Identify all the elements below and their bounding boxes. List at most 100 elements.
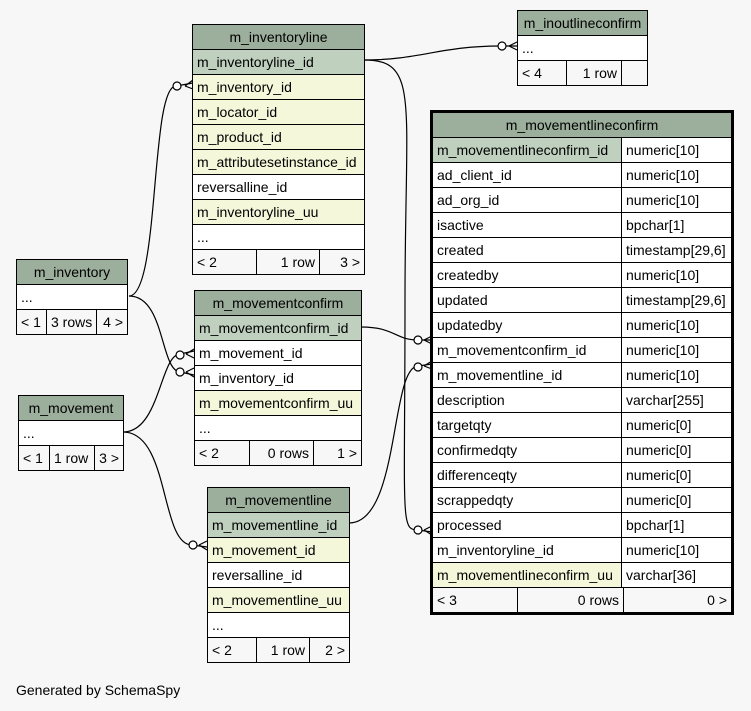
table-footer: < 2 0 rows 1 > xyxy=(195,441,361,465)
column-row: m_movementline_uu xyxy=(208,588,349,613)
column-row: m_inventoryline_id xyxy=(193,50,364,75)
table-title[interactable]: m_inventoryline xyxy=(193,25,364,50)
table-m-inoutlineconfirm[interactable]: m_inoutlineconfirm ... < 4 1 row xyxy=(517,10,648,86)
column-name: ... xyxy=(21,289,33,305)
table-title[interactable]: m_movementlineconfirm xyxy=(433,113,731,138)
column-type: timestamp[29,6] xyxy=(621,238,731,262)
column-name: updated xyxy=(437,292,488,308)
column-name: description xyxy=(437,392,505,408)
table-title[interactable]: m_inoutlineconfirm xyxy=(518,11,647,36)
parents-count[interactable]: < 3 xyxy=(437,592,457,608)
column-name: scrappedqty xyxy=(437,492,514,508)
table-title[interactable]: m_inventory xyxy=(17,260,127,285)
column-name: targetqty xyxy=(437,417,492,433)
column-row: ... xyxy=(518,36,647,61)
parents-count[interactable]: < 1 xyxy=(21,314,41,330)
table-m-movementline[interactable]: m_movementline m_movementline_id m_movem… xyxy=(207,487,350,663)
link-end-icon xyxy=(188,540,198,550)
column-type: varchar[36] xyxy=(621,563,731,587)
column-row: ... xyxy=(193,225,364,250)
link-inventoryline-inoutlineconfirm xyxy=(363,45,517,61)
column-row: m_inventoryline_uu xyxy=(193,200,364,225)
link-end-icon xyxy=(175,367,185,377)
children-count[interactable]: 3 > xyxy=(319,250,364,274)
column-name: ad_org_id xyxy=(437,192,500,208)
column-name: ... xyxy=(197,229,209,245)
children-count[interactable]: 1 > xyxy=(313,441,361,465)
column-row: confirmedqty numeric[0] xyxy=(433,438,731,463)
column-name: m_inventoryline_uu xyxy=(197,204,319,220)
children-count[interactable]: 2 > xyxy=(309,638,349,662)
column-name: m_movementconfirm_uu xyxy=(199,395,354,411)
column-name: m_inventory_id xyxy=(199,370,294,386)
column-name: isactive xyxy=(437,217,484,233)
table-m-movementconfirm[interactable]: m_movementconfirm m_movementconfirm_id m… xyxy=(194,290,362,466)
column-name: ... xyxy=(199,420,211,436)
column-row: m_inventory_id xyxy=(193,75,364,100)
table-title[interactable]: m_movement xyxy=(19,396,123,421)
column-name: m_movementlineconfirm_id xyxy=(437,142,609,158)
column-type: numeric[10] xyxy=(621,363,731,387)
parents-count[interactable]: < 2 xyxy=(199,445,219,461)
column-name: reversalline_id xyxy=(212,567,303,583)
table-title[interactable]: m_movementconfirm xyxy=(195,291,361,316)
children-count[interactable]: 0 > xyxy=(623,588,731,612)
parents-count[interactable]: < 4 xyxy=(522,65,542,81)
column-row: m_movementline_id xyxy=(208,513,349,538)
children-count[interactable]: 3 > xyxy=(94,446,123,470)
column-row: ... xyxy=(208,613,349,638)
column-name: createdby xyxy=(437,267,499,283)
column-type: bpchar[1] xyxy=(621,213,731,237)
table-title[interactable]: m_movementline xyxy=(208,488,349,513)
column-type: bpchar[1] xyxy=(621,513,731,537)
link-inventoryline-movementlineconfirm xyxy=(363,59,433,533)
row-count: 0 rows xyxy=(517,588,623,612)
column-row: ... xyxy=(195,416,361,441)
row-count: 0 rows xyxy=(249,441,313,465)
column-name: m_inventoryline_id xyxy=(197,54,314,70)
column-name: ad_client_id xyxy=(437,167,512,183)
parents-count[interactable]: < 2 xyxy=(212,642,232,658)
children-count[interactable]: 4 > xyxy=(96,310,127,334)
column-name: m_inventory_id xyxy=(197,79,292,95)
column-type: numeric[0] xyxy=(621,488,731,512)
parents-count[interactable]: < 2 xyxy=(197,254,217,270)
table-footer: < 4 1 row xyxy=(518,61,647,85)
column-type: numeric[0] xyxy=(621,438,731,462)
table-m-movement[interactable]: m_movement ... < 1 1 row 3 > xyxy=(18,395,124,471)
table-m-inventoryline[interactable]: m_inventoryline m_inventoryline_id m_inv… xyxy=(192,24,365,275)
column-name: m_movementconfirm_id xyxy=(199,320,349,336)
table-footer: < 1 1 row 3 > xyxy=(19,446,123,470)
row-count: 1 row xyxy=(566,61,621,85)
column-row: m_attributesetinstance_id xyxy=(193,150,364,175)
table-footer: < 2 1 row 2 > xyxy=(208,638,349,662)
column-type: numeric[10] xyxy=(621,138,731,162)
column-name: m_product_id xyxy=(197,129,282,145)
column-row: m_movementconfirm_id xyxy=(195,316,361,341)
column-type: varchar[255] xyxy=(621,388,731,412)
table-m-inventory[interactable]: m_inventory ... < 1 3 rows 4 > xyxy=(16,259,128,335)
column-row: targetqty numeric[0] xyxy=(433,413,731,438)
column-type: numeric[0] xyxy=(621,413,731,437)
column-name: m_movement_id xyxy=(199,345,303,361)
table-m-movementlineconfirm[interactable]: m_movementlineconfirm m_movementlineconf… xyxy=(430,110,734,615)
link-end-icon xyxy=(497,41,507,51)
table-footer: < 2 1 row 3 > xyxy=(193,250,364,274)
column-name: confirmedqty xyxy=(437,442,518,458)
column-name: m_movementline_uu xyxy=(212,592,342,608)
link-inventory-inventoryline xyxy=(128,82,194,297)
link-movement-movementconfirm xyxy=(122,350,195,433)
column-row: reversalline_id xyxy=(208,563,349,588)
column-row: m_movementconfirm_uu xyxy=(195,391,361,416)
column-type: numeric[0] xyxy=(621,463,731,487)
column-row: m_movement_id xyxy=(208,538,349,563)
column-row: ... xyxy=(19,421,123,446)
column-name: ... xyxy=(23,425,35,441)
parents-count[interactable]: < 1 xyxy=(23,450,43,466)
children-count xyxy=(621,61,647,85)
